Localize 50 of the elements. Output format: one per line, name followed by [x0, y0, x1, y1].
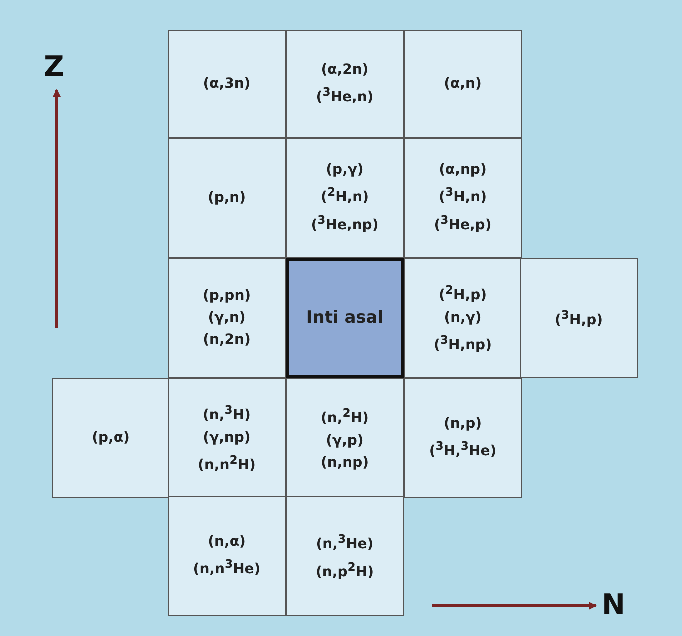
reaction-label: (n,p$^{2}$H) — [316, 559, 374, 583]
reaction-label: ($^{2}$H,p) — [439, 282, 487, 306]
reaction-label: (n,$^{3}$He) — [316, 531, 374, 555]
reaction-label: ($^{3}$H,p) — [555, 307, 603, 331]
reaction-label: ($^{3}$He,np) — [311, 212, 379, 236]
axis-label: Z — [44, 50, 64, 83]
reaction-label: (n,p) — [444, 415, 482, 434]
grid-cell — [52, 378, 170, 498]
reaction-label: (n,$^{3}$H) — [203, 402, 251, 426]
reaction-label: (α,2n) — [321, 61, 369, 80]
reaction-label: ($^{3}$H,$^{3}$He) — [429, 438, 497, 462]
grid-cell — [286, 30, 404, 138]
grid-cell — [404, 378, 522, 498]
axis-label: N — [602, 588, 626, 621]
reaction-label: ($^{3}$He,n) — [316, 84, 374, 108]
grid-cell — [404, 258, 522, 378]
highlighted-cell — [286, 258, 404, 378]
reaction-label: (n,2n) — [203, 331, 251, 350]
reaction-label: (α,n) — [444, 75, 482, 94]
grid-cell — [286, 496, 404, 616]
grid-cell — [168, 30, 286, 138]
reaction-label: (n,np) — [320, 454, 370, 473]
grid-cell — [286, 138, 404, 258]
reaction-label: (γ,n) — [208, 309, 246, 328]
reaction-label: (n,n$^{2}$H) — [198, 452, 256, 476]
reaction-label: (n,α) — [208, 533, 246, 552]
reaction-label: ($^{2}$H,n) — [321, 184, 369, 208]
reaction-label: (p,n) — [208, 189, 246, 208]
reaction-label: (p,α) — [92, 429, 130, 448]
nucleus-label: Inti asal — [306, 307, 384, 329]
grid-cell — [168, 378, 286, 498]
grid-cell — [404, 138, 522, 258]
reaction-label: (α,np) — [439, 161, 487, 180]
reaction-label: (p,γ) — [326, 161, 364, 180]
reaction-label: (p,pn) — [202, 287, 252, 306]
reaction-label: ($^{3}$H,np) — [434, 332, 492, 356]
reaction-label: ($^{3}$H,n) — [439, 184, 487, 208]
grid-cell — [520, 258, 638, 378]
reaction-label: (n,γ) — [444, 309, 482, 328]
reaction-label: (n,$^{2}$H) — [321, 405, 369, 429]
reaction-label: (α,3n) — [203, 75, 251, 94]
grid-cell — [404, 30, 522, 138]
grid-cell — [168, 496, 286, 616]
reaction-label: (γ,np) — [203, 429, 251, 448]
reaction-label: (γ,p) — [326, 432, 364, 451]
grid-cell — [168, 258, 286, 378]
reaction-label: ($^{3}$He,p) — [434, 212, 492, 236]
grid-cell — [286, 378, 404, 498]
reaction-label: (n,n$^{3}$He) — [193, 556, 261, 580]
grid-cell — [168, 138, 286, 258]
